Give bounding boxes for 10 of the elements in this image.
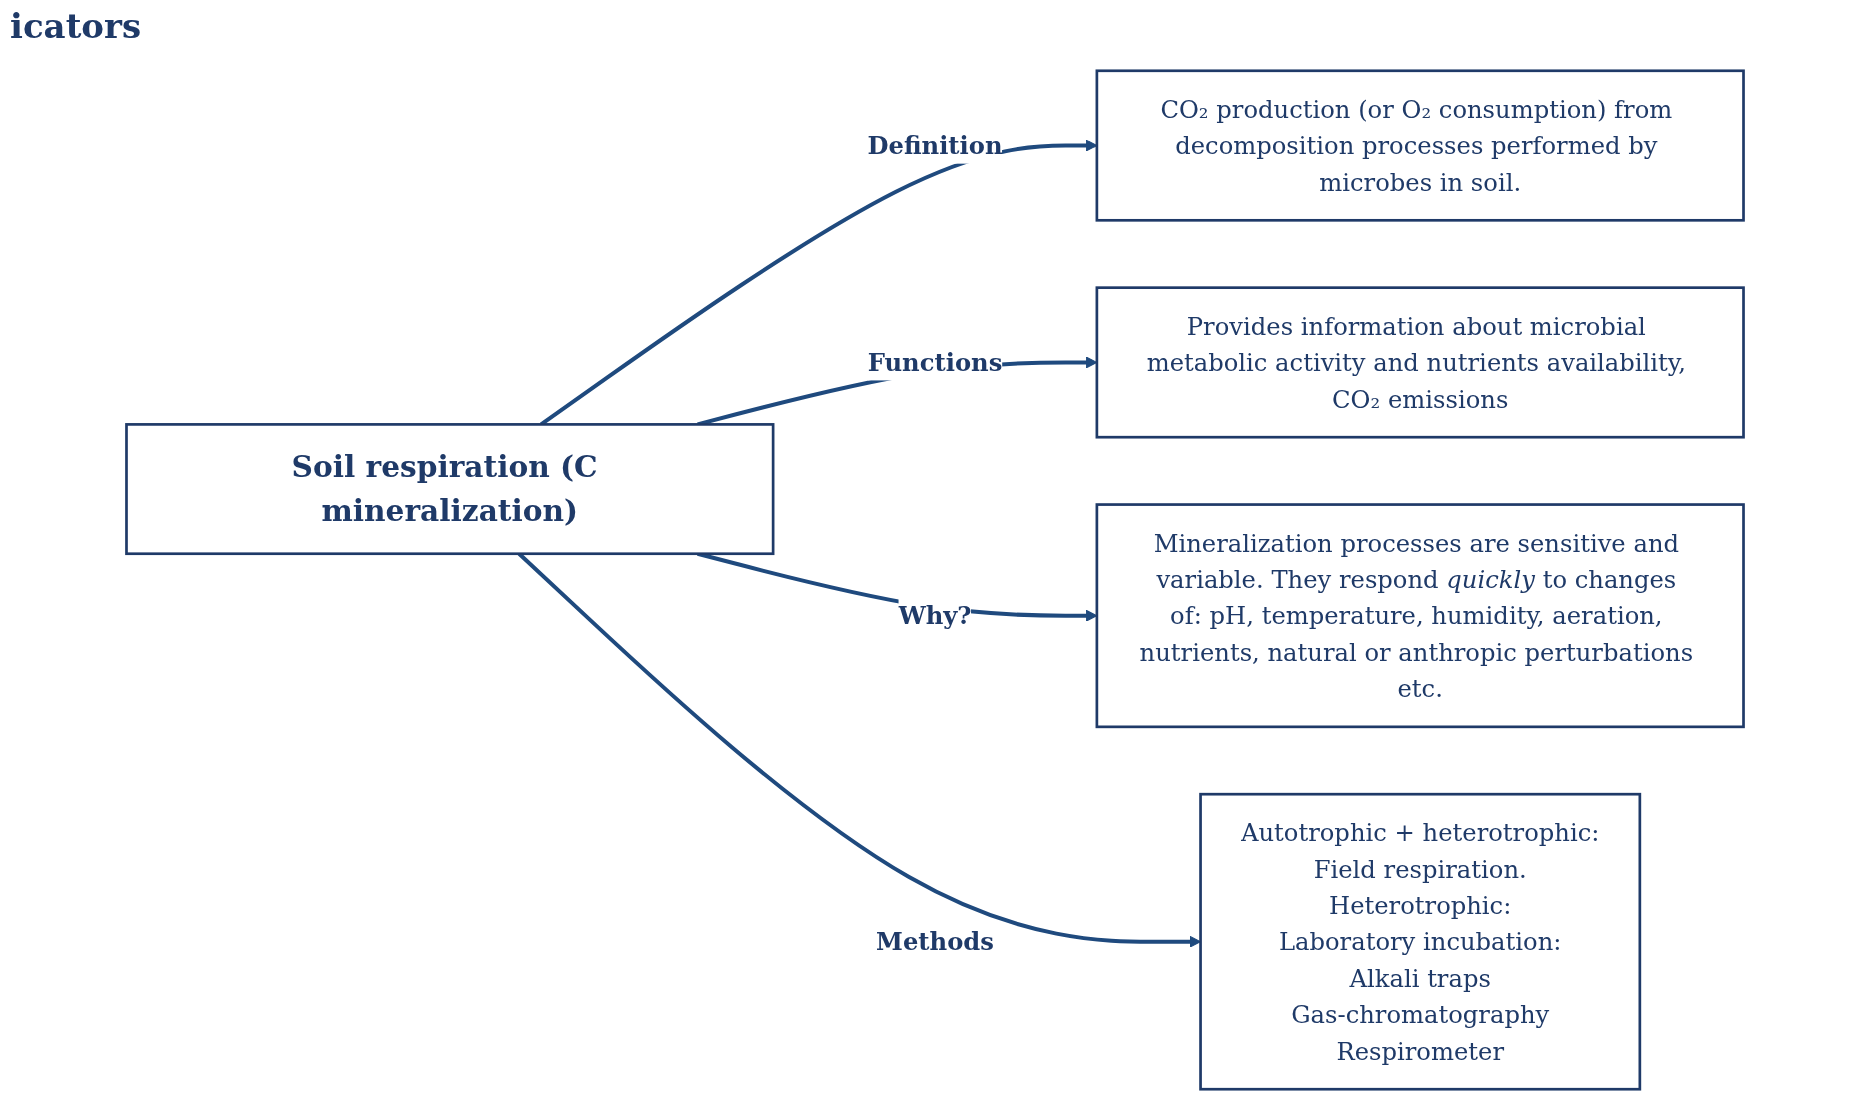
node-box: Autotrophic + heterotrophic: Field respiration. Heterotrophic: Laboratory incubation: Alkali traps Gas-chromatography Respirometer xyxy=(1199,792,1642,1091)
edge-label: Why? xyxy=(898,601,972,630)
node-box: CO₂ production (or O₂ consumption) from decomposition processes performed by microbes in soil. xyxy=(1095,69,1745,222)
node-box: Provides information about microbial metabolic activity and nutrients availability, CO₂ emissions xyxy=(1095,286,1745,439)
node-box: Mineralization processes are sensitive and variable. They respond quickly to changes of: pH, temperature, humidity, aeration, nutrients, natural or anthropic perturbations etc. xyxy=(1095,503,1745,729)
edge-label: Definition xyxy=(867,131,1003,160)
slide-title: icators xyxy=(10,6,142,46)
node-box: Soil respiration (C mineralization) xyxy=(125,423,775,556)
edge-label: Methods xyxy=(876,927,994,956)
edge-label: Functions xyxy=(867,348,1003,377)
